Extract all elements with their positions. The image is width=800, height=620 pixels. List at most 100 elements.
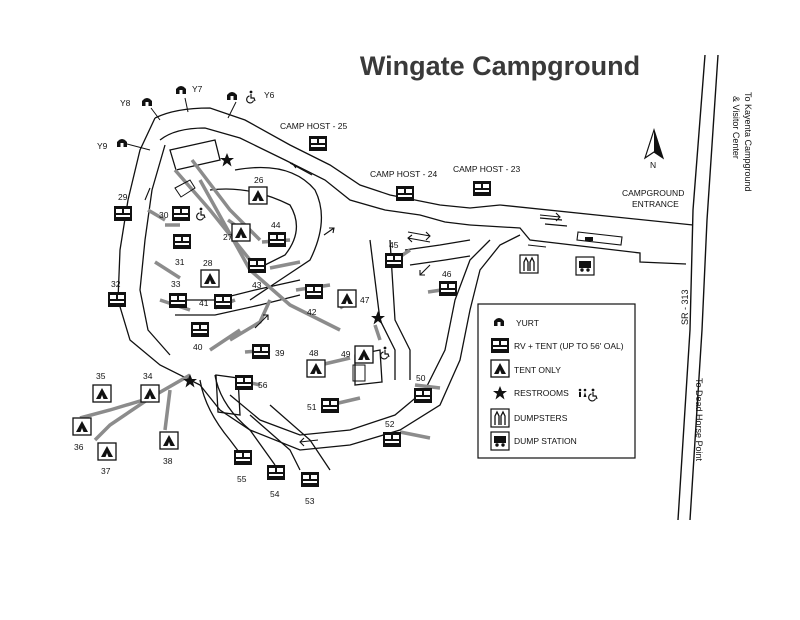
tent-site-34[interactable]: 34 xyxy=(140,371,160,403)
tent-site-28[interactable]: 28 xyxy=(200,258,220,288)
yurt-icon[interactable] xyxy=(227,92,237,100)
rv-site-56[interactable]: 56 xyxy=(235,375,268,390)
svg-text:44: 44 xyxy=(271,220,281,230)
entrance-label-line2: ENTRANCE xyxy=(632,199,679,209)
dumpster-icon[interactable] xyxy=(519,254,539,274)
svg-text:50: 50 xyxy=(416,373,426,383)
svg-text:32: 32 xyxy=(111,279,121,289)
to-kayenta-label: To Kayenta Campground xyxy=(743,92,753,192)
legend-dump-station-icon xyxy=(490,431,510,451)
rv-site-54[interactable]: 54 xyxy=(267,465,285,499)
traffic-arrows xyxy=(144,162,561,447)
yurt-sites: Y8 Y7 Y6 Y9 xyxy=(97,84,275,151)
legend-restroom-people-icon xyxy=(578,388,587,397)
tent-sites: 26 27 28 34 35 36 37 38 47 48 xyxy=(72,175,374,476)
dump-station-icon[interactable] xyxy=(575,256,595,276)
north-arrow: N xyxy=(643,128,665,170)
yurt-icon[interactable] xyxy=(142,98,152,106)
legend: YURT RV + TENT (UP TO 56' OAL) TENT ONLY… xyxy=(477,303,636,459)
svg-text:26: 26 xyxy=(254,175,264,185)
rv-site-45[interactable]: 45 xyxy=(385,240,403,268)
north-label: N xyxy=(650,160,656,170)
rv-site-30[interactable]: 30 xyxy=(159,206,190,221)
legend-tent-label: TENT ONLY xyxy=(514,365,561,375)
legend-restrooms-label: RESTROOMS xyxy=(514,388,569,398)
camp-hosts: CAMP HOST - 25 CAMP HOST - 24 CAMP HOST … xyxy=(280,121,521,201)
rv-site-46[interactable]: 46 xyxy=(439,269,457,296)
camp-host-label: CAMP HOST - 23 xyxy=(453,164,521,174)
yurt-icon[interactable] xyxy=(117,139,127,147)
svg-text:30: 30 xyxy=(159,210,169,220)
svg-text:34: 34 xyxy=(143,371,153,381)
svg-text:54: 54 xyxy=(270,489,280,499)
svg-text:56: 56 xyxy=(258,380,268,390)
road-outlines xyxy=(117,107,521,471)
svg-text:51: 51 xyxy=(307,402,317,412)
tent-site-48[interactable]: 48 xyxy=(306,348,326,378)
rv-site-43[interactable]: 43 xyxy=(248,258,266,290)
camp-host-23-rv-icon[interactable] xyxy=(473,181,491,196)
yurt-label: Y9 xyxy=(97,141,108,151)
svg-text:45: 45 xyxy=(389,240,399,250)
svg-text:31: 31 xyxy=(175,257,185,267)
legend-dumpster-icon xyxy=(490,408,510,428)
rv-site-39[interactable]: 39 xyxy=(252,344,285,359)
svg-text:49: 49 xyxy=(341,349,351,359)
rv-site-51[interactable]: 51 xyxy=(307,398,339,413)
svg-text:55: 55 xyxy=(237,474,247,484)
rv-site-33[interactable]: 33 xyxy=(169,279,187,308)
svg-text:52: 52 xyxy=(385,419,395,429)
to-dead-horse-label: To Dead Horse Point xyxy=(694,378,704,462)
svg-text:40: 40 xyxy=(193,342,203,352)
svg-text:27: 27 xyxy=(223,232,233,242)
rv-site-40[interactable]: 40 xyxy=(191,322,209,352)
rv-site-53[interactable]: 53 xyxy=(301,472,319,506)
rv-site-44[interactable]: 44 xyxy=(268,220,286,247)
tent-site-47[interactable]: 47 xyxy=(337,289,370,308)
restrooms xyxy=(174,153,390,388)
entrance-road xyxy=(469,204,694,265)
rv-site-41[interactable]: 41 xyxy=(199,294,232,309)
rv-site-49[interactable]: 49 xyxy=(341,349,351,359)
wheelchair-icon xyxy=(196,207,206,221)
yurt-label: Y6 xyxy=(264,90,275,100)
svg-text:43: 43 xyxy=(252,280,262,290)
rv-site-50[interactable]: 50 xyxy=(414,373,432,403)
yurt-icon[interactable] xyxy=(176,86,186,94)
legend-dump-station-label: DUMP STATION xyxy=(514,436,577,446)
tent-site-27[interactable]: 27 xyxy=(223,223,251,242)
legend-dumpsters-label: DUMPSTERS xyxy=(514,413,568,423)
rv-site-55[interactable]: 55 xyxy=(234,450,252,484)
rv-site-29[interactable]: 29 xyxy=(114,192,132,221)
tent-site-26[interactable]: 26 xyxy=(248,175,268,205)
svg-text:48: 48 xyxy=(309,348,319,358)
wheelchair-icon xyxy=(246,89,256,104)
camp-host-24-rv-icon[interactable] xyxy=(396,186,414,201)
svg-text:47: 47 xyxy=(360,295,370,305)
yurt-label: Y7 xyxy=(192,84,203,94)
svg-text:42: 42 xyxy=(307,307,317,317)
tent-site-49[interactable] xyxy=(354,345,374,364)
rv-site-52[interactable]: 52 xyxy=(383,419,401,447)
legend-rv-tent-icon xyxy=(491,338,509,353)
yurt-label: Y8 xyxy=(120,98,131,108)
rv-site-32[interactable]: 32 xyxy=(108,279,126,307)
tent-site-38[interactable]: 38 xyxy=(159,431,179,466)
entrance-label-line1: CAMPGROUND xyxy=(622,188,684,198)
to-visitor-center-label: & Visitor Center xyxy=(731,96,741,159)
legend-rv-tent-label: RV + TENT (UP TO 56' OAL) xyxy=(514,341,624,351)
svg-text:38: 38 xyxy=(163,456,173,466)
tent-site-37[interactable]: 37 xyxy=(97,442,117,476)
tent-site-36[interactable]: 36 xyxy=(72,417,92,452)
rv-site-31[interactable]: 31 xyxy=(173,234,191,267)
restroom-star-icon[interactable] xyxy=(220,153,234,167)
rv-site-42[interactable]: 42 xyxy=(305,284,323,317)
tent-site-35[interactable]: 35 xyxy=(92,371,112,403)
restroom-star-icon[interactable] xyxy=(371,311,385,325)
camp-host-25-rv-icon[interactable] xyxy=(309,136,327,151)
svg-text:33: 33 xyxy=(171,279,181,289)
svg-text:29: 29 xyxy=(118,192,128,202)
svg-text:53: 53 xyxy=(305,496,315,506)
legend-yurt-label: YURT xyxy=(516,318,539,328)
